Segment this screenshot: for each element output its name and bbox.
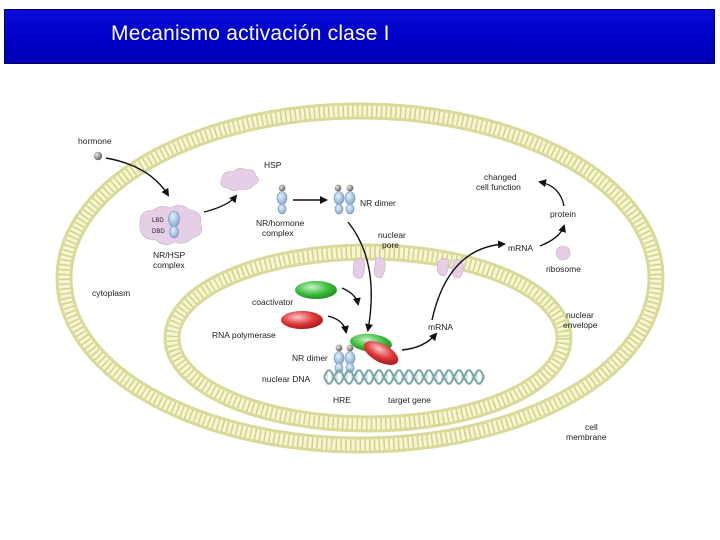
nr-hsp-complex: LBD DBD	[139, 205, 203, 245]
nr-hsp-complex-label-2: complex	[153, 260, 185, 270]
arrow-coactivator-binding	[341, 287, 361, 306]
nr-dimer-nucleus	[333, 333, 399, 374]
arrow-dimer-into-nucleus	[347, 221, 373, 332]
nuclear-envelope-label-2: envelope	[563, 320, 598, 330]
dna-strand	[323, 369, 485, 385]
arrow-complex-to-hsp	[203, 194, 238, 213]
nr-hormone-complex-label-1: NR/hormone	[256, 218, 304, 228]
nr-hormone-complex	[276, 184, 288, 215]
changed-cell-function-label-1: changed	[484, 172, 517, 182]
hormone-label: hormone	[78, 136, 112, 146]
target-gene-label: target gene	[388, 395, 431, 405]
cell-membrane	[55, 102, 665, 454]
arrow-polymerase-binding	[327, 315, 349, 334]
nuclear-envelope-label-1: nuclear	[566, 310, 594, 320]
nuclear-pore-right	[436, 258, 464, 279]
changed-cell-function-label-2: cell function	[476, 182, 521, 192]
dbd-label: DBD	[152, 229, 165, 235]
arrow-transcription	[401, 332, 438, 351]
arrow-mrna-export	[431, 240, 506, 321]
nr-dimer-top-label: NR dimer	[360, 198, 396, 208]
arrow-hormone-to-complex	[105, 157, 170, 197]
nr-hormone-complex-label-2: complex	[262, 228, 294, 238]
rna-polymerase-icon	[281, 311, 323, 329]
rna-polymerase-label: RNA polymerase	[212, 330, 276, 340]
coactivator-icon	[295, 281, 337, 299]
nr-hsp-complex-label-1: NR/HSP	[153, 250, 185, 260]
nuclear-pore-label-2: pore	[382, 240, 399, 250]
protein-label: protein	[550, 209, 576, 219]
coactivator-label: coactivator	[252, 297, 293, 307]
arrow-protein-to-function	[538, 179, 565, 207]
nr-dimer-top	[333, 184, 356, 215]
cell-membrane-label-1: cell	[585, 422, 598, 432]
cell-membrane-label-2: membrane	[566, 432, 607, 442]
ribosome-label: ribosome	[546, 264, 581, 274]
hsp-icon	[220, 168, 259, 192]
ribosome-icon	[555, 245, 571, 261]
nuclear-envelope	[163, 243, 573, 433]
mrna-nucleus-label: mRNA	[428, 322, 453, 332]
hsp-label: HSP	[264, 160, 282, 170]
nuclear-pore-left	[352, 257, 386, 279]
arrow-translation	[539, 224, 566, 247]
dna-helix-icon	[323, 369, 485, 385]
lbd-label: LBD	[152, 218, 164, 224]
hre-label: HRE	[333, 395, 351, 405]
nuclear-dna-label: nuclear DNA	[262, 374, 311, 384]
slide-title: Mecanismo activación clase I	[111, 22, 390, 45]
nr-dimer-nucleus-label: NR dimer	[292, 353, 328, 363]
cytoplasm-label: cytoplasm	[92, 288, 130, 298]
title-bar: Mecanismo activación clase I	[4, 9, 715, 64]
hormone-icon	[93, 151, 103, 161]
nuclear-pore-label-1: nuclear	[378, 230, 406, 240]
mrna-cytoplasm-label: mRNA	[508, 243, 533, 253]
